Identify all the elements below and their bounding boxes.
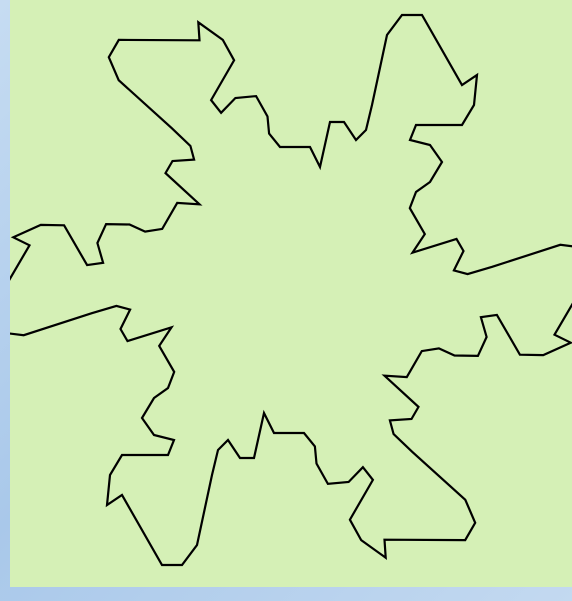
drawing-canvas [10, 0, 572, 587]
snowflake-drawing [10, 0, 572, 587]
snowflake-outline [10, 15, 572, 565]
